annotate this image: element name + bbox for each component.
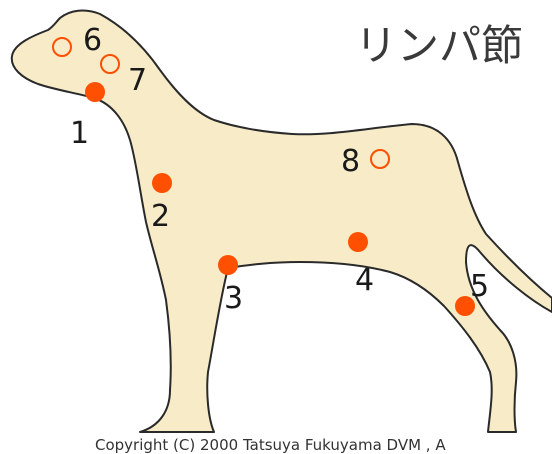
lymph-node-marker-2: [152, 173, 172, 193]
lymph-node-marker-1: [85, 82, 105, 102]
copyright-notice: Copyright (C) 2000 Tatsuya Fukuyama DVM …: [95, 436, 446, 454]
lymph-node-label-3: 3: [224, 281, 243, 316]
lymph-node-label-1: 1: [70, 116, 89, 151]
lymph-node-marker-5: [455, 296, 475, 316]
lymph-node-label-5: 5: [470, 269, 489, 304]
lymph-node-marker-7: [100, 54, 120, 74]
lymph-node-marker-8: [370, 149, 390, 169]
diagram-title: リンパ節: [355, 21, 523, 70]
lymph-node-label-7: 7: [128, 63, 147, 98]
dog-silhouette: [10, 9, 552, 433]
lymph-node-label-2: 2: [151, 199, 170, 234]
lymph-node-label-6: 6: [83, 23, 102, 58]
lymph-node-marker-4: [348, 232, 368, 252]
lymph-node-label-4: 4: [355, 263, 374, 298]
lymph-node-marker-6: [52, 37, 72, 57]
lymph-node-label-8: 8: [341, 144, 360, 179]
lymph-node-marker-3: [218, 255, 238, 275]
